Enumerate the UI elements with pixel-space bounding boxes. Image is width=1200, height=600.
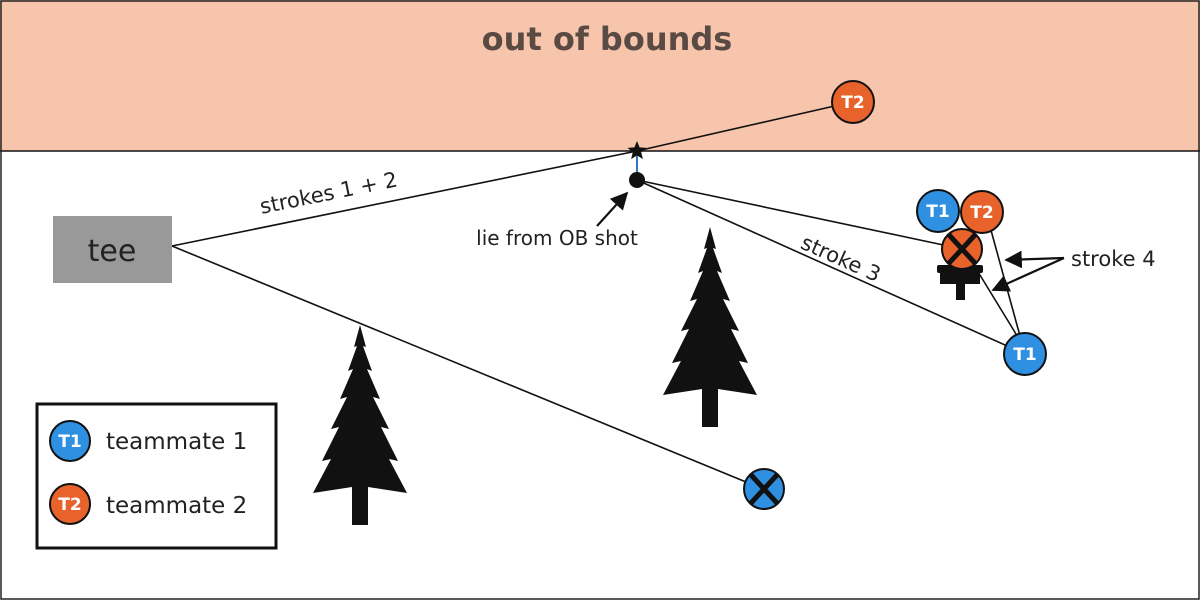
arrow-icon xyxy=(1004,250,1065,269)
legend: T1 teammate 1 T2 teammate 2 xyxy=(35,402,278,550)
svg-text:T1: T1 xyxy=(58,432,81,452)
path-tee-to-t1-x xyxy=(171,245,764,490)
arrow-icon xyxy=(596,191,629,227)
legend-item-teammate-2: T2 teammate 2 xyxy=(49,483,247,525)
svg-text:T1: T1 xyxy=(1013,345,1036,365)
stroke-4-label: stroke 4 xyxy=(1071,247,1156,271)
path-strokes-1-2 xyxy=(171,150,638,247)
pine-tree-icon xyxy=(663,227,757,427)
svg-text:T2: T2 xyxy=(58,495,81,515)
lie-dot xyxy=(629,172,645,188)
basket-icon xyxy=(937,265,983,300)
out-of-bounds-zone xyxy=(0,0,1200,151)
t2-disc-ob: T2 xyxy=(831,80,875,124)
t1-disc-fairway: T1 xyxy=(1003,332,1047,376)
path-lie-to-t2-basket xyxy=(636,179,949,247)
svg-text:teammate 1: teammate 1 xyxy=(106,429,247,455)
path-t1-to-basket-a xyxy=(985,211,1021,337)
legend-box xyxy=(35,402,278,550)
strokes-1-2-label: strokes 1 + 2 xyxy=(258,167,400,218)
tee-box xyxy=(53,216,172,283)
tee-label: tee xyxy=(88,234,137,269)
path-ob-to-t2 xyxy=(636,101,853,152)
svg-text:T1: T1 xyxy=(926,202,949,222)
svg-text:T2: T2 xyxy=(970,203,993,223)
arrow-icon xyxy=(991,256,1065,292)
x-mark-icon xyxy=(748,472,780,506)
x-mark-icon xyxy=(946,232,978,266)
svg-text:teammate 2: teammate 2 xyxy=(106,493,247,519)
lie-label: lie from OB shot xyxy=(476,226,638,250)
t2-disc-near-basket: T2 xyxy=(960,190,1004,234)
star-icon xyxy=(627,141,647,160)
ob-zone-label: out of bounds xyxy=(482,20,733,58)
pine-tree-icon xyxy=(313,325,407,525)
path-stroke-3 xyxy=(636,179,1026,355)
svg-text:T2: T2 xyxy=(841,93,864,113)
legend-item-teammate-1: T1 teammate 1 xyxy=(49,420,247,462)
t1-disc-near-basket: T1 xyxy=(916,189,960,233)
